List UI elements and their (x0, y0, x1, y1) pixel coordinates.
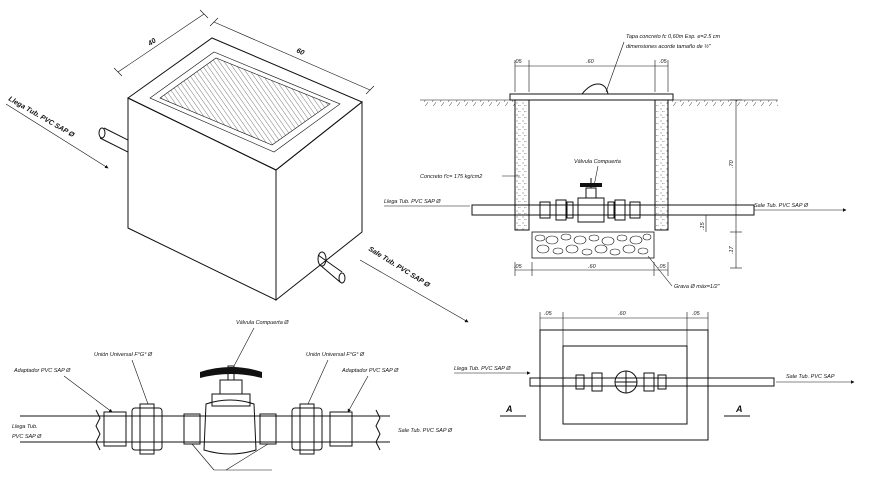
section-dim-pipe-height: .15 (700, 221, 706, 230)
plan-inner-wall (562, 345, 688, 425)
section-valve-label: Válvula Compuerta (574, 159, 621, 165)
plan-outlet-label: Sale Tub. PVC SAP (786, 374, 835, 380)
union-right (291, 407, 323, 451)
adapter-right-label: Adaptador PVC SAP Ø (341, 368, 399, 374)
cut-marker-right: A (735, 404, 743, 414)
section-dim-wall-left: .05 (514, 59, 523, 65)
iso-outlet-label: Sale Tub. PVC SAP Ø (367, 246, 431, 290)
adapter-left (103, 411, 127, 447)
cut-marker-left: A (505, 404, 513, 414)
plan-inlet-label: Llega Tub. PVC SAP Ø (454, 366, 511, 372)
section-dim-gravel: .17 (729, 245, 735, 254)
iso-dim-width: 60 (295, 47, 305, 57)
section-dim-wall-right: .05 (659, 59, 668, 65)
detail-inlet-label-1: Llega Tub. (12, 424, 38, 430)
detail-inlet-label-2: PVC SAP Ø (12, 434, 42, 440)
plan-dim-wall-left: .05 (544, 311, 553, 317)
iso-outlet-pipe (317, 251, 346, 284)
section-inlet-label: Llega Tub. PVC SAP Ø (384, 199, 441, 205)
iso-inlet-pipe (98, 127, 129, 153)
plan-dim-inner: .60 (618, 311, 627, 317)
section-dim-bottom-right: .05 (658, 264, 667, 270)
section-dim-bottom-inner: .60 (588, 264, 597, 270)
lid-note-line1: Tapa concreto fc 0,60m Esp. e=2.5 cm (626, 34, 721, 40)
section-pipe (471, 178, 755, 223)
iso-inlet-label: Llega Tub. PVC SAP Ø (7, 96, 76, 140)
union-left-label: Unión Universal F°G° Ø (94, 352, 153, 358)
concrete-label: Concreto f'c= 175 kg/cm2 (420, 174, 482, 180)
union-left (131, 407, 163, 451)
section-lid (509, 93, 674, 101)
plan-dim-wall-right: .05 (692, 311, 701, 317)
section-view: .05 .60 .05 Tapa concreto fc 0,60m Esp. … (384, 34, 847, 290)
gravel-label: Grava Ø máx=1/2" (674, 284, 721, 290)
isometric-box-view: 40 60 Llega Tub. PVC SAP Ø Sale Tub. PVC… (5, 9, 469, 323)
detail-outlet-label: Sale Tub. PVC SAP Ø (398, 428, 453, 434)
section-wall-left (514, 99, 530, 231)
gravel-bed (531, 231, 655, 259)
plan-view: .05 .60 .05 Llega Tub. PVC SAP Ø Sale Tu… (454, 311, 855, 441)
section-dim-bottom-left: .05 (514, 264, 523, 270)
section-dim-height: .70 (729, 159, 735, 168)
union-right-label: Unión Universal F°G° Ø (306, 352, 365, 358)
plan-pipe (529, 377, 775, 387)
valve-detail-view: Válvula Compuerta Ø Unión Universal F°G°… (12, 320, 453, 471)
detail-gate-valve (183, 365, 277, 455)
plan-outer-wall (539, 329, 709, 441)
section-dim-inner: .60 (586, 59, 595, 65)
section-outlet-label: Sale Tub. PVC SAP Ø (754, 203, 809, 209)
iso-dim-depth: 40 (146, 37, 157, 48)
adapter-right (329, 411, 353, 447)
adapter-left-label: Adaptador PVC SAP Ø (13, 368, 71, 374)
detail-valve-label: Válvula Compuerta Ø (236, 320, 289, 326)
section-wall-right (654, 99, 669, 231)
lid-handle (581, 83, 609, 95)
lid-note-line2: dimensiones acorde tamaño de ½" (626, 43, 712, 50)
